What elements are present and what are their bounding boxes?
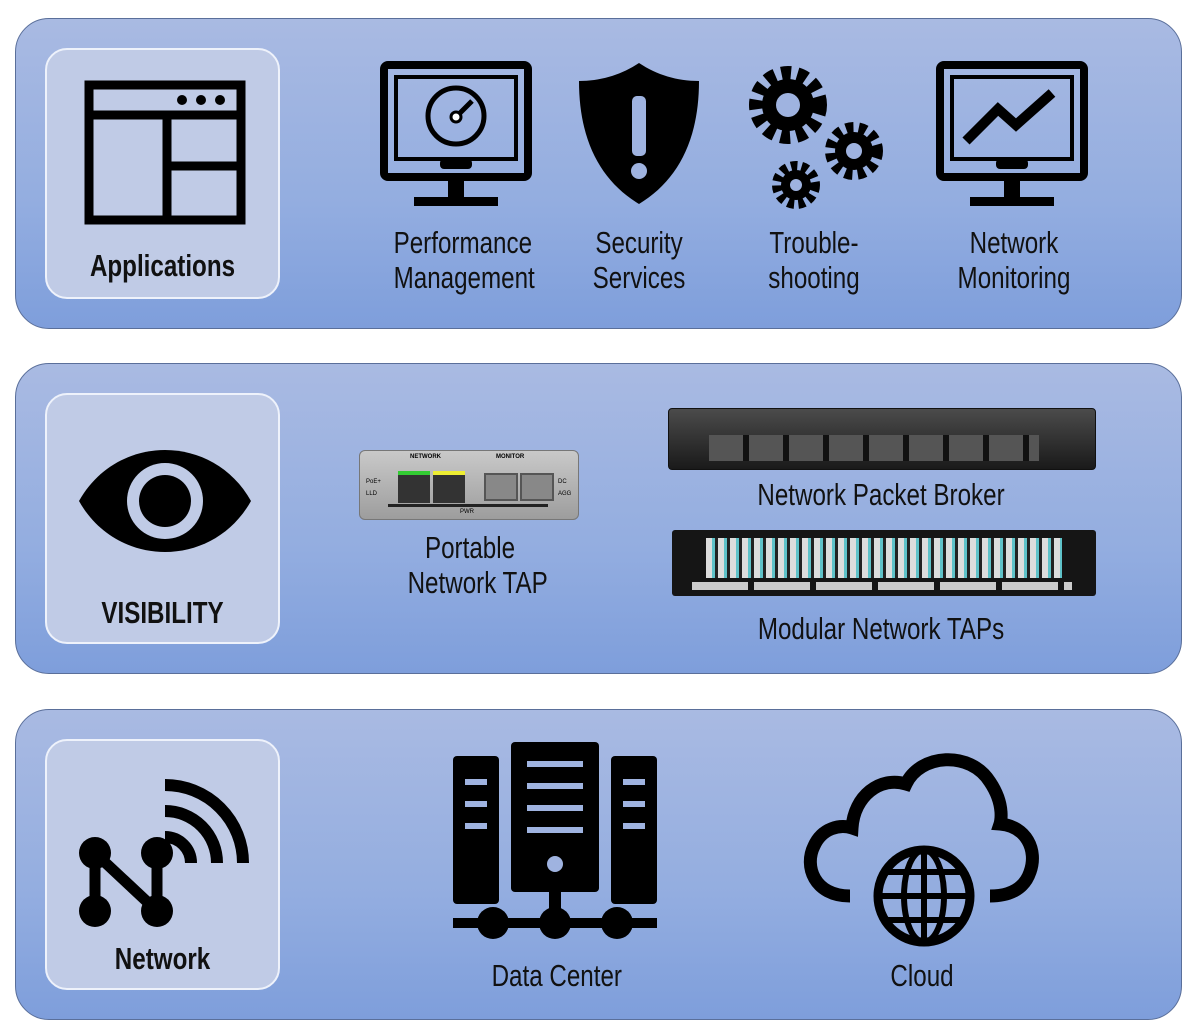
tap-network-text: NETWORK: [410, 454, 441, 460]
network-title: Network: [114, 941, 211, 976]
modular-taps-device: [672, 530, 1096, 596]
monitor-chart-icon: [936, 61, 1088, 206]
tap-monitor-text: MONITOR: [496, 454, 525, 460]
visibility-tile: VISIBILITY: [45, 393, 280, 644]
app-window-icon: [84, 80, 246, 225]
visibility-title: VISIBILITY: [101, 595, 224, 630]
portable-tap-device: NETWORK MONITOR PoE+ LLD DC AGG PWR: [359, 450, 579, 520]
modular-taps-label: Modular Network TAPs: [757, 611, 1005, 646]
cloud-globe-icon: [803, 753, 1039, 947]
tap-lld-text: LLD: [366, 491, 378, 497]
network-layer: Network Data Center Cloud: [15, 709, 1182, 1020]
rj45-port-a: [398, 471, 430, 503]
data-center-label: Data Center: [491, 958, 622, 993]
rj45-port-b: [433, 471, 465, 503]
eye-icon: [79, 450, 251, 552]
network-wireless-icon: [79, 779, 249, 927]
server-icon: [453, 742, 657, 939]
shield-alert-icon: [579, 63, 699, 204]
applications-tile: Applications: [45, 48, 280, 299]
tap-dc-text: DC: [558, 479, 567, 485]
sfp-port-a: [484, 473, 518, 501]
gears-icon: [749, 66, 883, 209]
tap-poe-text: PoE+: [366, 479, 381, 485]
tap-agg-text: AGG: [558, 491, 572, 497]
applications-title: Applications: [89, 248, 236, 283]
packet-broker-device: [668, 408, 1096, 470]
packet-broker-label: Network Packet Broker: [757, 477, 1005, 512]
tap-pwr-text: PWR: [460, 509, 474, 515]
troubleshooting-label: Trouble-shooting: [768, 225, 860, 295]
visibility-layer: VISIBILITY NETWORK MONITOR PoE+ LLD DC A…: [15, 363, 1182, 674]
sfp-port-b: [520, 473, 554, 501]
monitor-gauge-icon: [380, 61, 532, 206]
network-tile: Network: [45, 739, 280, 990]
cloud-label: Cloud: [890, 958, 954, 993]
